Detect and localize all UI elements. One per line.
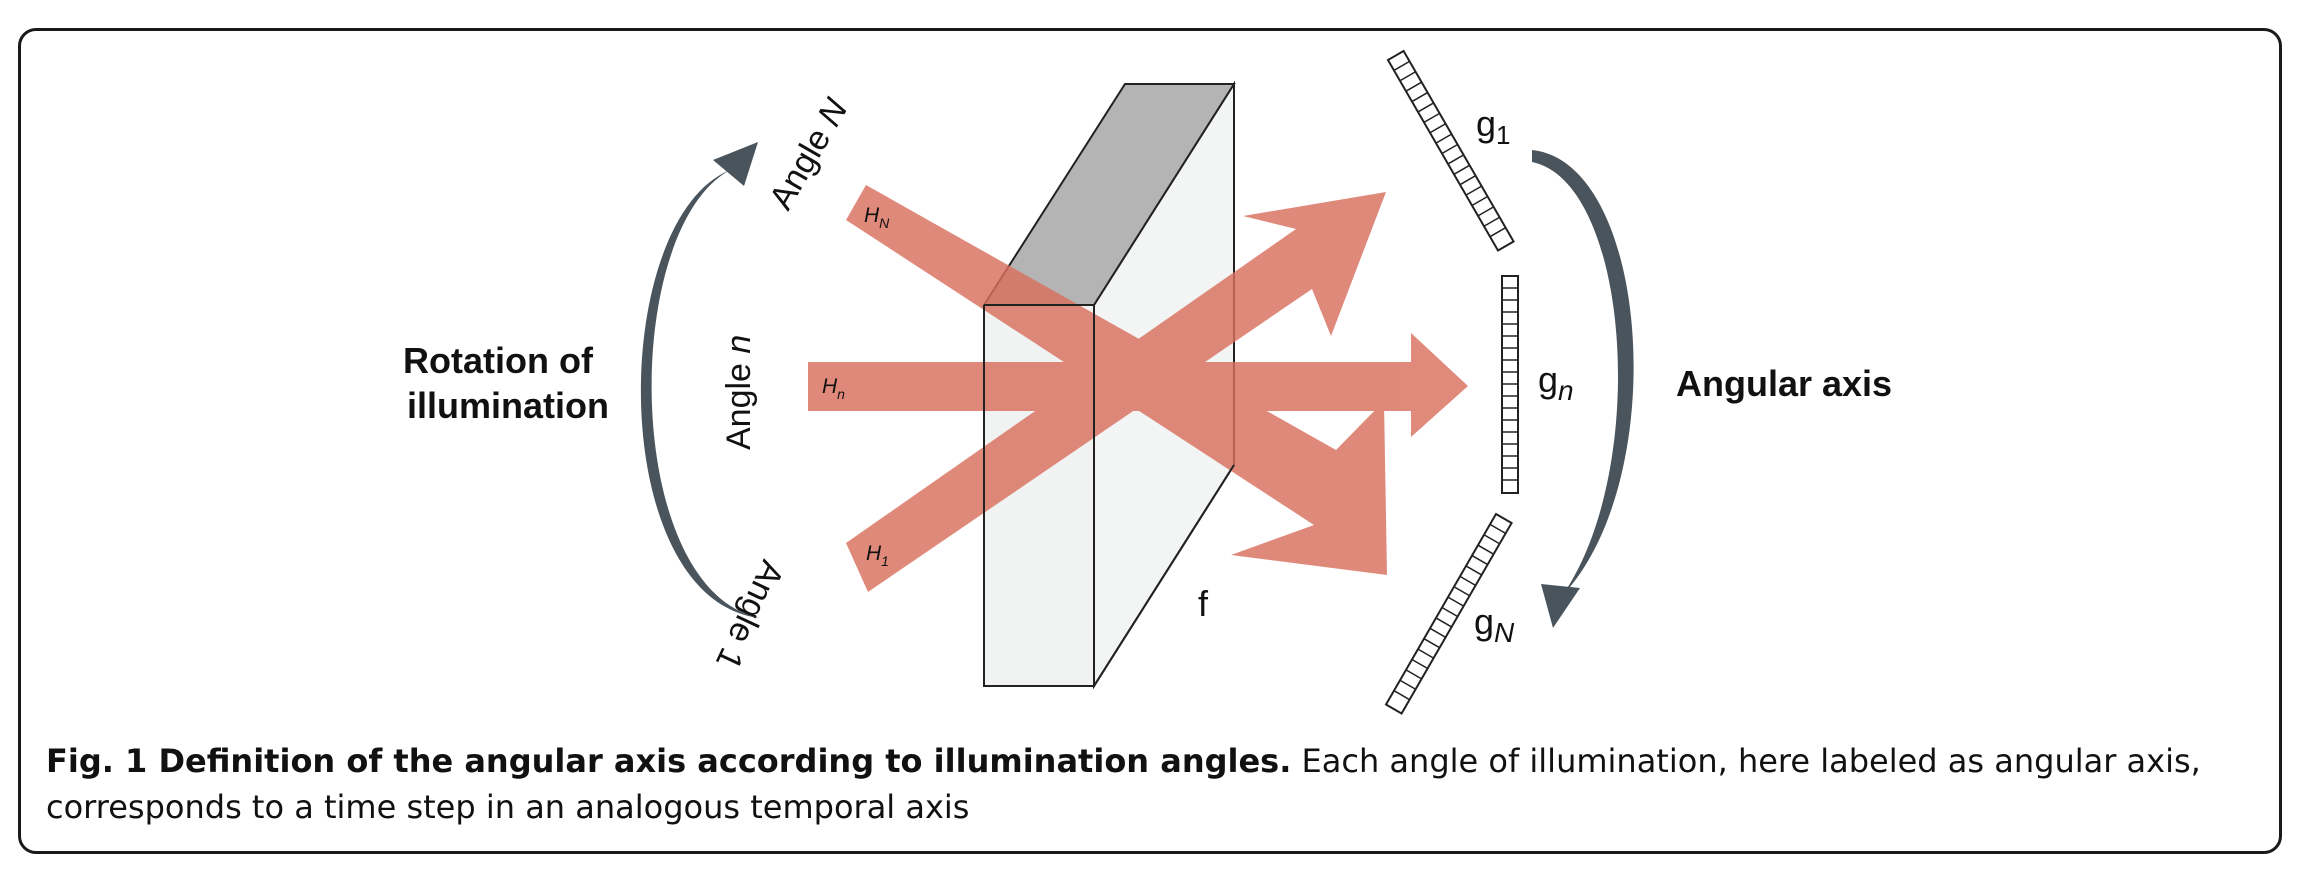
object-label-f: f <box>1198 583 1209 624</box>
caption-text: Each angle of illumination, here labeled… <box>46 742 2201 826</box>
angle-label-n-top: Angle N <box>762 92 856 216</box>
detector-label-gN: gN <box>1474 601 1515 648</box>
detector-gn <box>1501 275 1519 494</box>
rotation-arrow-head <box>713 142 758 186</box>
detector-g1 <box>1386 49 1515 252</box>
detector-label-gn: gn <box>1538 359 1574 406</box>
object-slab-back-edge <box>1093 464 1235 687</box>
angle-label-n-mid: Angle n <box>720 335 758 450</box>
detector-gN <box>1384 512 1513 715</box>
figure-caption: Fig. 1 Definition of the angular axis ac… <box>46 738 2256 830</box>
rotation-of-illumination-label: Rotation of illumination <box>403 340 609 426</box>
detector-label-g1: g1 <box>1476 103 1511 150</box>
angular-axis-arrow-head <box>1541 584 1580 628</box>
caption-title: Fig. 1 Definition of the angular axis ac… <box>46 742 1292 780</box>
angular-axis-label: Angular axis <box>1676 363 1892 404</box>
angular-axis-arrow <box>1532 150 1634 596</box>
angle-label-1: Angle 1 <box>708 555 791 676</box>
beam-label-hn-top: HN <box>864 204 890 231</box>
beam-label-h1: H1 <box>866 542 889 569</box>
beam-label-hn-mid: Hn <box>822 375 845 402</box>
beam-hn-middle <box>808 333 1468 437</box>
